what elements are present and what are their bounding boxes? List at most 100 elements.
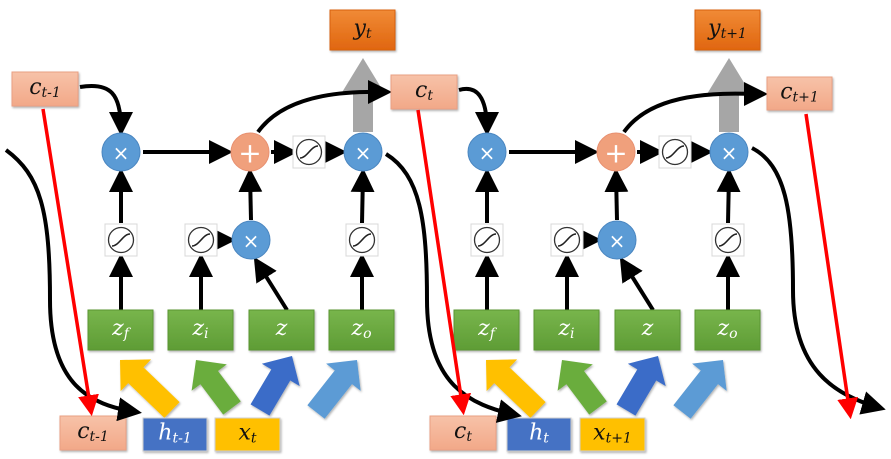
gate-box-1-1: zi: [533, 309, 600, 351]
cell-state-top-box-1-label: ct: [415, 78, 433, 105]
gate-box-1-0-label: zf: [477, 316, 498, 343]
cell-carry-red-line-1: [416, 109, 472, 416]
x-input-box-0: xt: [214, 417, 281, 452]
gate-box-0-3: zo: [328, 309, 395, 351]
input-block-arrow-0-1: [191, 360, 241, 415]
cell-state-input-box-0: ct-1: [59, 415, 127, 451]
input-block-arrow-1-3: [673, 360, 727, 419]
gate-box-0-0-label-base: z: [111, 316, 124, 341]
output-y-box-0-label-base: y: [352, 16, 366, 41]
forget-sigma-node-0: [104, 223, 138, 257]
gate-box-1-1-label: zi: [557, 316, 574, 343]
cell-state-top-box-final-bg: [766, 76, 833, 111]
cell-state-input-box-1-label-base: c: [454, 419, 466, 444]
cell-state-input-box-1-label: ct: [454, 419, 472, 446]
x-input-box-0-label: xt: [238, 420, 256, 447]
gate-box-0-0-label-sub: f: [123, 326, 132, 342]
gate-box-1-3-label-sub: o: [729, 326, 737, 342]
gate-box-0-3-bg: [328, 309, 395, 351]
cell-state-input-box-1-label-sub: t: [466, 429, 472, 445]
output-sigma-up-arrow-1: [716, 168, 741, 224]
gate-box-1-3-bg: [694, 309, 761, 351]
cell-state-input-box-0-bg: [59, 415, 127, 451]
gate-box-1-2-label: z: [641, 316, 654, 341]
hidden-input-box-1-bg: [506, 417, 572, 452]
output-y-box-0-label: yt: [352, 16, 371, 43]
cell-state-top-box-0-label-sub: t-1: [42, 85, 61, 101]
hidden-input-box-1-label-sub: t: [543, 431, 549, 447]
hidden-input-box-0-label-base: h: [158, 420, 172, 445]
forget-mult-node-1-circle: [467, 132, 507, 172]
gate-box-0-1-bg: [167, 309, 234, 351]
gate-box-0-0-label: zf: [111, 316, 132, 343]
gate-box-0-1-label-sub: i: [204, 326, 208, 342]
x-input-box-1-label-base: x: [593, 420, 606, 445]
cell-to-forget-mult-arrow-0: [79, 84, 133, 136]
cell-state-top-box-0-label: ct-1: [29, 75, 61, 102]
output-y-box-1: yt+1: [694, 9, 761, 51]
x-input-box-1: xt+1: [579, 417, 646, 452]
input-mult-to-add-arrow-0: [238, 168, 263, 221]
forget-sigma-node-1: [470, 223, 504, 257]
gate-box-1-3-label-base: z: [716, 316, 729, 341]
output-sigma-node-1: [711, 223, 745, 257]
output-y-box-0-bg: [329, 9, 396, 51]
input-mult-node-1: ×: [597, 220, 637, 260]
z-to-mult-arrow-1: [619, 256, 655, 312]
multiply-icon: ×: [355, 141, 372, 165]
x-input-box-0-bg: [214, 417, 281, 452]
cell-state-top-box-0-bg: [11, 71, 79, 107]
tanh-node-0: [292, 135, 326, 169]
sigmoid-curve-icon: [191, 233, 211, 247]
input-mult-node-0: ×: [231, 220, 271, 260]
add-to-next-cell-arrow-0: [256, 79, 392, 134]
gate-box-0-2-label: z: [275, 316, 288, 341]
input-block-arrow-1-1: [557, 360, 607, 415]
x-input-box-1-label: xt+1: [593, 420, 632, 447]
input-block-arrow-1-0: [486, 359, 546, 418]
output-mult-node-1: ×: [709, 132, 749, 172]
x-input-box-1-bg: [579, 417, 646, 452]
hidden-input-box-0-label-sub: t-1: [172, 431, 191, 447]
multiply-icon: ×: [721, 141, 738, 165]
tanh-node-1: [658, 135, 692, 169]
output-mult-node-1-circle: [709, 132, 749, 172]
output-gray-arrow-0: [341, 58, 385, 132]
output-sigma-up-arrow-0: [350, 168, 375, 224]
output-sigma-node-0: [345, 223, 379, 257]
add-node-0: +: [230, 132, 270, 172]
forget-mult-node-1: ×: [467, 132, 507, 172]
output-y-box-1-label-sub: t+1: [721, 26, 747, 42]
multiply-icon: ×: [243, 229, 260, 253]
sigmoid-curve-icon: [665, 145, 685, 159]
hidden-input-box-0: ht-1: [142, 417, 208, 452]
output-mult-node-0-circle: [343, 132, 383, 172]
input-sigma-node-1: [550, 223, 584, 257]
hidden-input-box-1-label-base: h: [529, 420, 543, 445]
input-mult-node-1-circle: [597, 220, 637, 260]
gate-box-1-3-label: zo: [716, 316, 737, 343]
multiply-icon: ×: [609, 229, 626, 253]
cell-carry-red-line-0: [41, 108, 99, 417]
gate-box-0-3-label: zo: [350, 316, 371, 343]
add-node-0-circle: [230, 132, 270, 172]
output-y-box-0-label-sub: t: [366, 26, 372, 42]
gate-box-1-2-bg: [614, 309, 681, 351]
input-block-arrow-0-0: [120, 359, 180, 418]
cell-state-top-box-final-label-base: c: [780, 79, 792, 104]
gate-box-1-1-label-base: z: [557, 316, 570, 341]
gate-box-0-1-label: zi: [191, 316, 208, 343]
add-to-next-cell-arrow-1: [622, 81, 768, 134]
gate-box-1-2: z: [614, 309, 681, 351]
gate-box-1-3: zo: [694, 309, 761, 351]
cell-state-input-box-1-bg: [429, 415, 497, 451]
cell-state-top-box-1-label-base: c: [415, 78, 427, 103]
gate-box-0-1: zi: [167, 309, 234, 351]
gate-box-0-2-bg: [248, 309, 315, 351]
input-sigma-node-0: [184, 223, 218, 257]
gate-box-0-2: z: [248, 309, 315, 351]
gate-box-1-0: zf: [453, 309, 520, 351]
add-node-1: +: [596, 132, 636, 172]
input-block-arrow-0-2: [250, 356, 300, 416]
cell-state-top-box-1: ct: [390, 74, 458, 110]
